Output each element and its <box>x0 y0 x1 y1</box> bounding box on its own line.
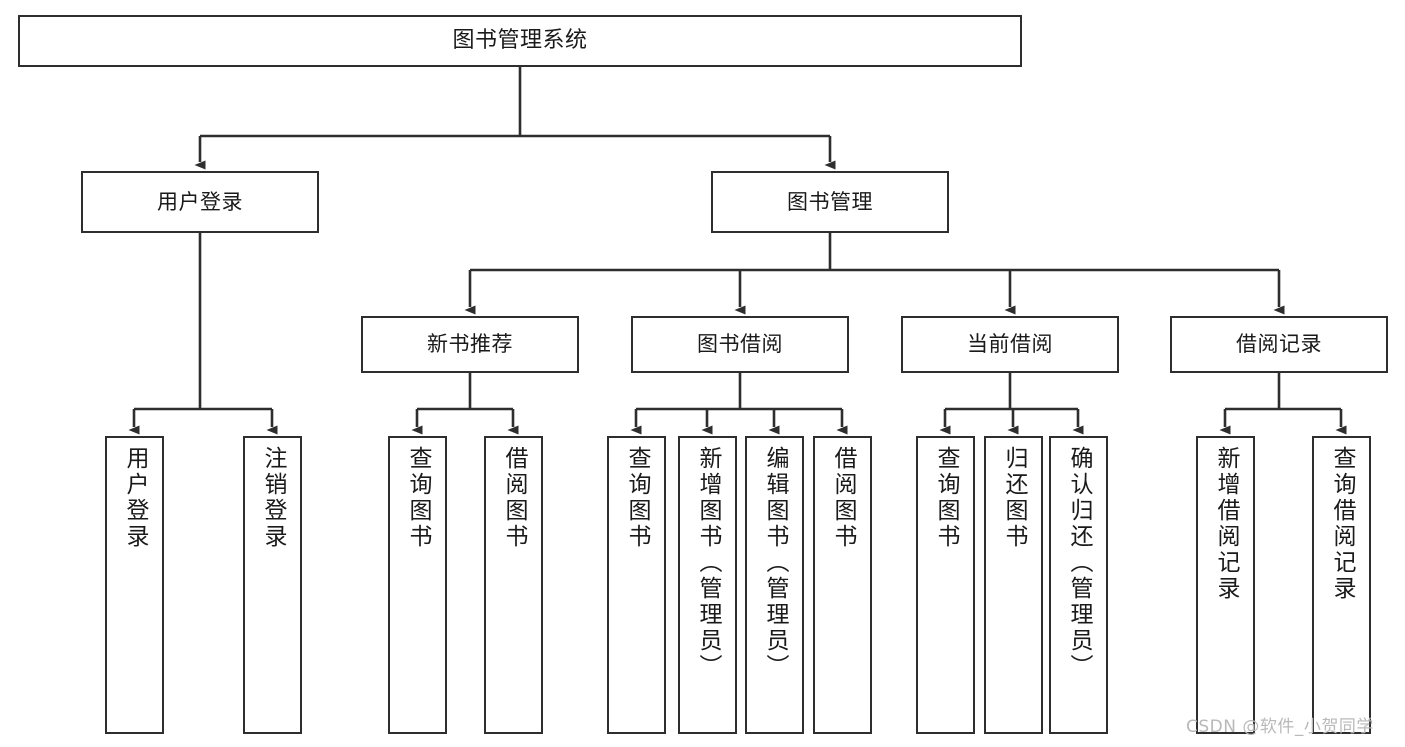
node-leaf-bb-query[interactable]: 查询图书 <box>607 436 666 734</box>
node-new-book-rec-label: 新书推荐 <box>427 332 513 357</box>
node-user-login[interactable]: 用户登录 <box>81 171 319 233</box>
node-leaf-bb-query-label: 查询图书 <box>624 446 650 550</box>
node-leaf-cb-return[interactable]: 归还图书 <box>984 436 1043 734</box>
node-leaf-rec-borrow[interactable]: 借阅图书 <box>484 436 543 734</box>
node-leaf-br-add-label: 新增借阅记录 <box>1213 446 1239 602</box>
node-leaf-bb-borrow-label: 借阅图书 <box>830 446 856 550</box>
watermark: CSDN @软件_小贺同学 <box>1186 717 1374 737</box>
node-user-login-label: 用户登录 <box>157 189 243 214</box>
node-leaf-cb-query-label: 查询图书 <box>933 446 959 550</box>
node-leaf-cb-confirm[interactable]: 确认归还（管理员） <box>1049 436 1108 734</box>
node-leaf-cb-return-label: 归还图书 <box>1001 446 1027 550</box>
node-leaf-user-login[interactable]: 用户登录 <box>105 436 164 734</box>
node-leaf-user-login-label: 用户登录 <box>122 446 148 550</box>
node-leaf-cb-confirm-label: 确认归还（管理员） <box>1066 446 1092 680</box>
node-leaf-br-query-label: 查询借阅记录 <box>1329 446 1355 602</box>
node-leaf-bb-add-label: 新增图书（管理员） <box>695 446 721 680</box>
node-root[interactable]: 图书管理系统 <box>18 15 1022 67</box>
node-leaf-bb-add[interactable]: 新增图书（管理员） <box>678 436 737 734</box>
node-book-manage[interactable]: 图书管理 <box>711 171 949 233</box>
node-book-borrow-label: 图书借阅 <box>697 332 783 357</box>
node-current-borrow-label: 当前借阅 <box>967 332 1053 357</box>
node-leaf-bb-borrow[interactable]: 借阅图书 <box>813 436 872 734</box>
node-leaf-cb-query[interactable]: 查询图书 <box>916 436 975 734</box>
node-root-label: 图书管理系统 <box>452 28 588 54</box>
node-borrow-record-label: 借阅记录 <box>1236 332 1322 357</box>
node-leaf-user-logout[interactable]: 注销登录 <box>243 436 302 734</box>
node-leaf-br-query[interactable]: 查询借阅记录 <box>1312 436 1371 734</box>
node-book-manage-label: 图书管理 <box>787 189 873 214</box>
node-current-borrow[interactable]: 当前借阅 <box>901 316 1119 373</box>
node-leaf-rec-borrow-label: 借阅图书 <box>501 446 527 550</box>
node-leaf-rec-query[interactable]: 查询图书 <box>388 436 447 734</box>
node-leaf-user-logout-label: 注销登录 <box>260 446 286 550</box>
node-new-book-rec[interactable]: 新书推荐 <box>361 316 579 373</box>
node-leaf-bb-edit-label: 编辑图书（管理员） <box>762 446 788 680</box>
node-borrow-record[interactable]: 借阅记录 <box>1170 316 1388 373</box>
node-leaf-br-add[interactable]: 新增借阅记录 <box>1196 436 1255 734</box>
node-leaf-rec-query-label: 查询图书 <box>405 446 431 550</box>
node-book-borrow[interactable]: 图书借阅 <box>631 316 849 373</box>
node-leaf-bb-edit[interactable]: 编辑图书（管理员） <box>745 436 804 734</box>
